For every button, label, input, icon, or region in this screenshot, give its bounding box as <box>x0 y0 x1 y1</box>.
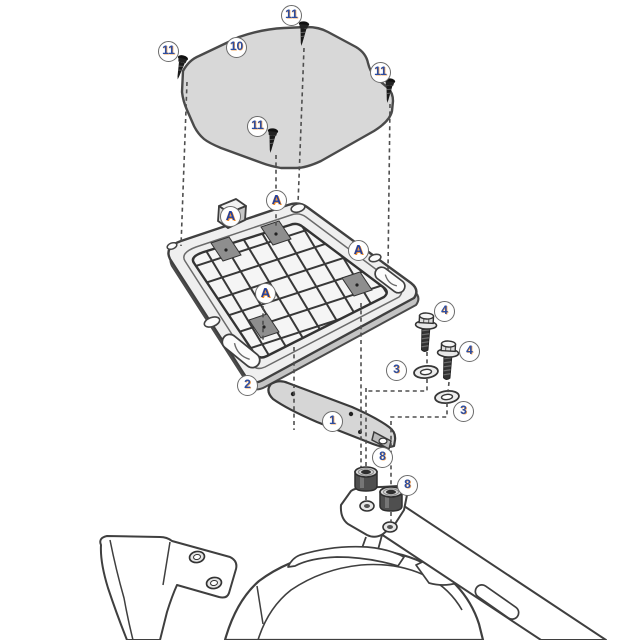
callout-cover-plate-10: 10 <box>226 37 247 58</box>
screw-bottom <box>267 128 279 153</box>
callout-washer-3-lower: 3 <box>453 401 474 422</box>
cover-plate <box>180 25 395 170</box>
callout-bolt-4-lower: 4 <box>459 341 480 362</box>
callout-screw-11-right: 11 <box>370 62 391 83</box>
callout-fitting-a-right: A <box>348 240 369 261</box>
top-hole <box>290 202 306 214</box>
rear-fender <box>223 545 485 640</box>
callout-fitting-a-center: A <box>255 283 276 304</box>
washer-upper <box>413 365 439 379</box>
corner-hole <box>166 241 178 251</box>
rubber-pad <box>210 220 373 339</box>
rack-platform <box>166 198 420 391</box>
left-slot <box>221 333 261 369</box>
screw-top-left <box>177 55 189 80</box>
callout-platform-2: 2 <box>237 375 258 396</box>
washer-lower <box>434 390 460 404</box>
left-rack-arm <box>99 535 238 640</box>
spacer-upper <box>354 466 378 492</box>
right-hole <box>368 253 382 263</box>
right-slot <box>374 266 406 294</box>
left-hole <box>203 316 221 328</box>
callout-screw-11-bottom: 11 <box>247 116 268 137</box>
callout-spacer-8-lower: 8 <box>397 475 418 496</box>
platform-mesh <box>191 222 388 359</box>
bolt-lower <box>436 340 460 380</box>
callout-bracket-1: 1 <box>322 411 343 432</box>
spacer-lower <box>379 486 403 512</box>
callout-fitting-a-top: A <box>266 190 287 211</box>
callout-fitting-a-top-left: A <box>220 206 241 227</box>
callout-spacer-8-upper: 8 <box>372 447 393 468</box>
bolt-upper <box>414 312 438 352</box>
callout-washer-3-upper: 3 <box>386 360 407 381</box>
screw-top <box>298 21 310 46</box>
callout-screw-11-top-left: 11 <box>158 41 179 62</box>
callout-bolt-4-upper: 4 <box>434 301 455 322</box>
callout-screw-11-top: 11 <box>281 5 302 26</box>
